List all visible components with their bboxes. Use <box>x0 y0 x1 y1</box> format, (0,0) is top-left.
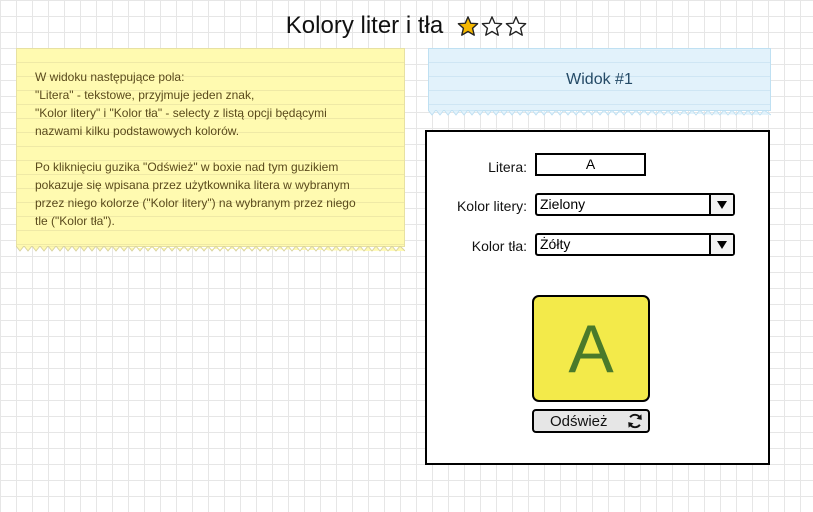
note-line: W widoku następujące pola: <box>35 70 185 84</box>
refresh-button-label: Odśwież <box>550 412 608 430</box>
refresh-button[interactable]: Odśwież <box>532 409 650 433</box>
text-color-select-value: Zielony <box>540 196 586 212</box>
bg-color-select[interactable]: Żółty <box>535 233 735 256</box>
view-label-text: Widok #1 <box>566 70 633 88</box>
note-torn-edge <box>16 246 405 252</box>
star-filled-icon <box>457 16 479 36</box>
view-label: Widok #1 <box>428 48 771 111</box>
note-text: W widoku następujące pola: "Litera" - te… <box>17 49 404 230</box>
page-header: Kolory liter i tła <box>0 12 813 40</box>
letter-preview: A <box>568 310 614 387</box>
note-line: Po kliknięciu guzika "Odśwież" w boxie n… <box>35 160 339 174</box>
letter-label: Litera: <box>488 159 527 175</box>
letter-input[interactable]: A <box>535 153 646 176</box>
note-line: przez niego kolorze ("Kolor litery") na … <box>35 196 356 210</box>
form-panel: Litera: A Kolor litery: Zielony Kolor tł… <box>425 130 770 465</box>
star-empty-icon <box>505 16 527 36</box>
note-line: "Kolor litery" i "Kolor tła" - selecty z… <box>35 106 327 120</box>
star-empty-icon <box>481 16 503 36</box>
letter-input-value: A <box>585 156 596 172</box>
letter-preview-box: A <box>532 295 650 402</box>
view-label-torn-edge <box>428 110 771 116</box>
chevron-down-icon[interactable] <box>709 195 733 214</box>
page-title: Kolory liter i tła <box>285 12 444 39</box>
chevron-down-icon[interactable] <box>709 235 733 254</box>
bg-color-label: Kolor tła: <box>471 238 527 254</box>
note-line: "Litera" - tekstowe, przyjmuje jeden zna… <box>35 88 255 102</box>
bg-color-select-value: Żółty <box>540 236 571 252</box>
text-color-label: Kolor litery: <box>456 198 527 214</box>
annotation-note: W widoku następujące pola: "Litera" - te… <box>16 48 405 247</box>
text-color-select[interactable]: Zielony <box>535 193 735 216</box>
note-line: pokazuje się wpisana przez użytkownika l… <box>35 178 350 192</box>
refresh-icon <box>628 413 642 429</box>
note-line-blank <box>35 140 388 158</box>
note-line: nazwami kilku podstawowych kolorów. <box>35 124 240 138</box>
star-rating <box>457 15 527 37</box>
note-line: tle ("Kolor tła"). <box>35 214 115 228</box>
